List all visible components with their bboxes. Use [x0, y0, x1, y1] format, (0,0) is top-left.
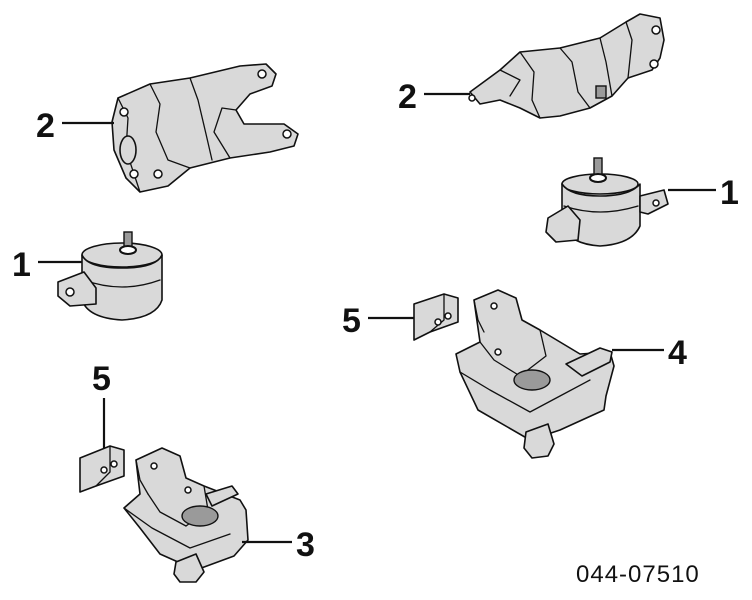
right-engine-mount: [545, 157, 669, 247]
callout-left-bracket: 2: [36, 107, 55, 145]
diagram-code: 044-07510: [576, 561, 700, 588]
right-mount-plate: [413, 293, 459, 341]
callout-right-plate: 5: [342, 302, 361, 340]
left-mount-plate: [79, 445, 125, 493]
left-transmission-mount: [123, 447, 249, 583]
left-engine-bracket: [111, 63, 299, 193]
callout-right-mount: 1: [720, 174, 739, 212]
callout-left-trans-mount: 3: [296, 526, 315, 564]
callout-left-plate: 5: [92, 360, 111, 398]
right-engine-bracket: [468, 13, 665, 119]
callout-left-mount: 1: [12, 246, 31, 284]
left-engine-mount: [57, 231, 163, 321]
callout-right-trans-mount: 4: [668, 334, 687, 372]
callout-right-bracket: 2: [398, 78, 417, 116]
right-transmission-mount: [455, 289, 615, 459]
